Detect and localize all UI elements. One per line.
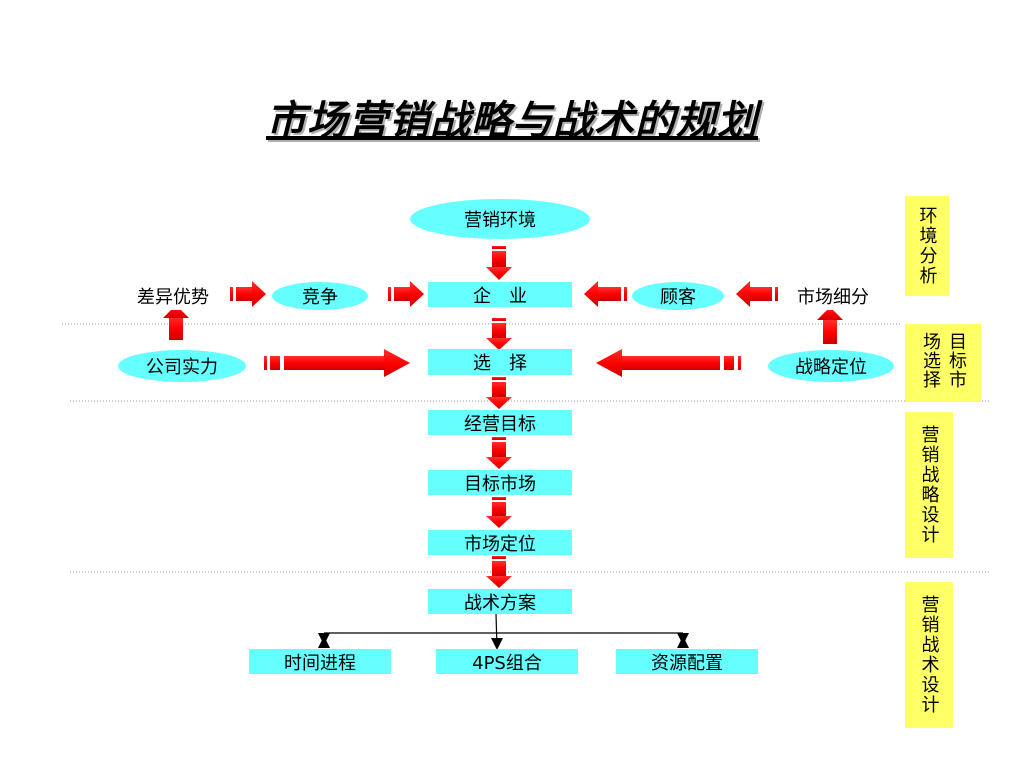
arrow-down-target-positioning	[486, 497, 512, 528]
arrow-left-segmentation-customer	[736, 281, 778, 307]
side-label-marketing-tactics-design: 营销战术设计	[905, 582, 953, 728]
arrow-down-selection-goal	[486, 377, 512, 409]
node-tactical-plan: 战术方案	[428, 589, 572, 614]
arrow-right-competition-enterprise	[388, 281, 424, 307]
arrow-left-positioning-selection	[596, 349, 741, 377]
page-title: 市场营销战略与战术的规划	[266, 97, 758, 144]
node-target-market: 目标市场	[428, 470, 572, 495]
arrow-left-customer-enterprise	[584, 281, 627, 307]
node-enterprise: 企 业	[428, 282, 572, 307]
node-schedule: 时间进程	[249, 649, 391, 674]
arrow-down-goal-target	[486, 437, 512, 469]
node-strategic-positioning: 战略定位	[768, 350, 894, 382]
tactics-bracket	[323, 613, 684, 649]
node-business-goal: 经营目标	[428, 410, 572, 435]
node-market-positioning: 市场定位	[428, 530, 572, 555]
arrow-down-environment-enterprise	[486, 246, 512, 280]
side-label-target-market-selection: 目标市场选择	[905, 324, 981, 402]
node-customer: 顾客	[632, 282, 724, 310]
node-marketing-environment: 营销环境	[410, 199, 590, 239]
tactics-bracket-arrowheads	[318, 633, 689, 650]
side-label-marketing-strategy-design: 营销战略设计	[905, 412, 953, 558]
arrow-down-positioning-tactics	[486, 556, 512, 588]
node-differentiation: 差异优势	[122, 282, 224, 310]
arrow-up-strength-differentiation	[163, 305, 189, 340]
arrow-right-differentiation-competition	[230, 281, 266, 307]
node-company-strength: 公司实力	[118, 350, 246, 382]
node-4ps-mix: 4PS组合	[436, 649, 578, 674]
node-competition: 竞争	[272, 282, 368, 310]
side-label-environment-analysis: 环境分析	[905, 196, 949, 296]
arrow-down-enterprise-selection	[486, 318, 512, 350]
node-selection: 选 择	[428, 349, 572, 375]
arrow-up-positioning-segmentation	[817, 307, 843, 344]
node-resource-allocation: 资源配置	[616, 649, 758, 674]
arrow-right-strength-selection	[264, 349, 410, 377]
node-market-segmentation: 市场细分	[783, 282, 883, 310]
